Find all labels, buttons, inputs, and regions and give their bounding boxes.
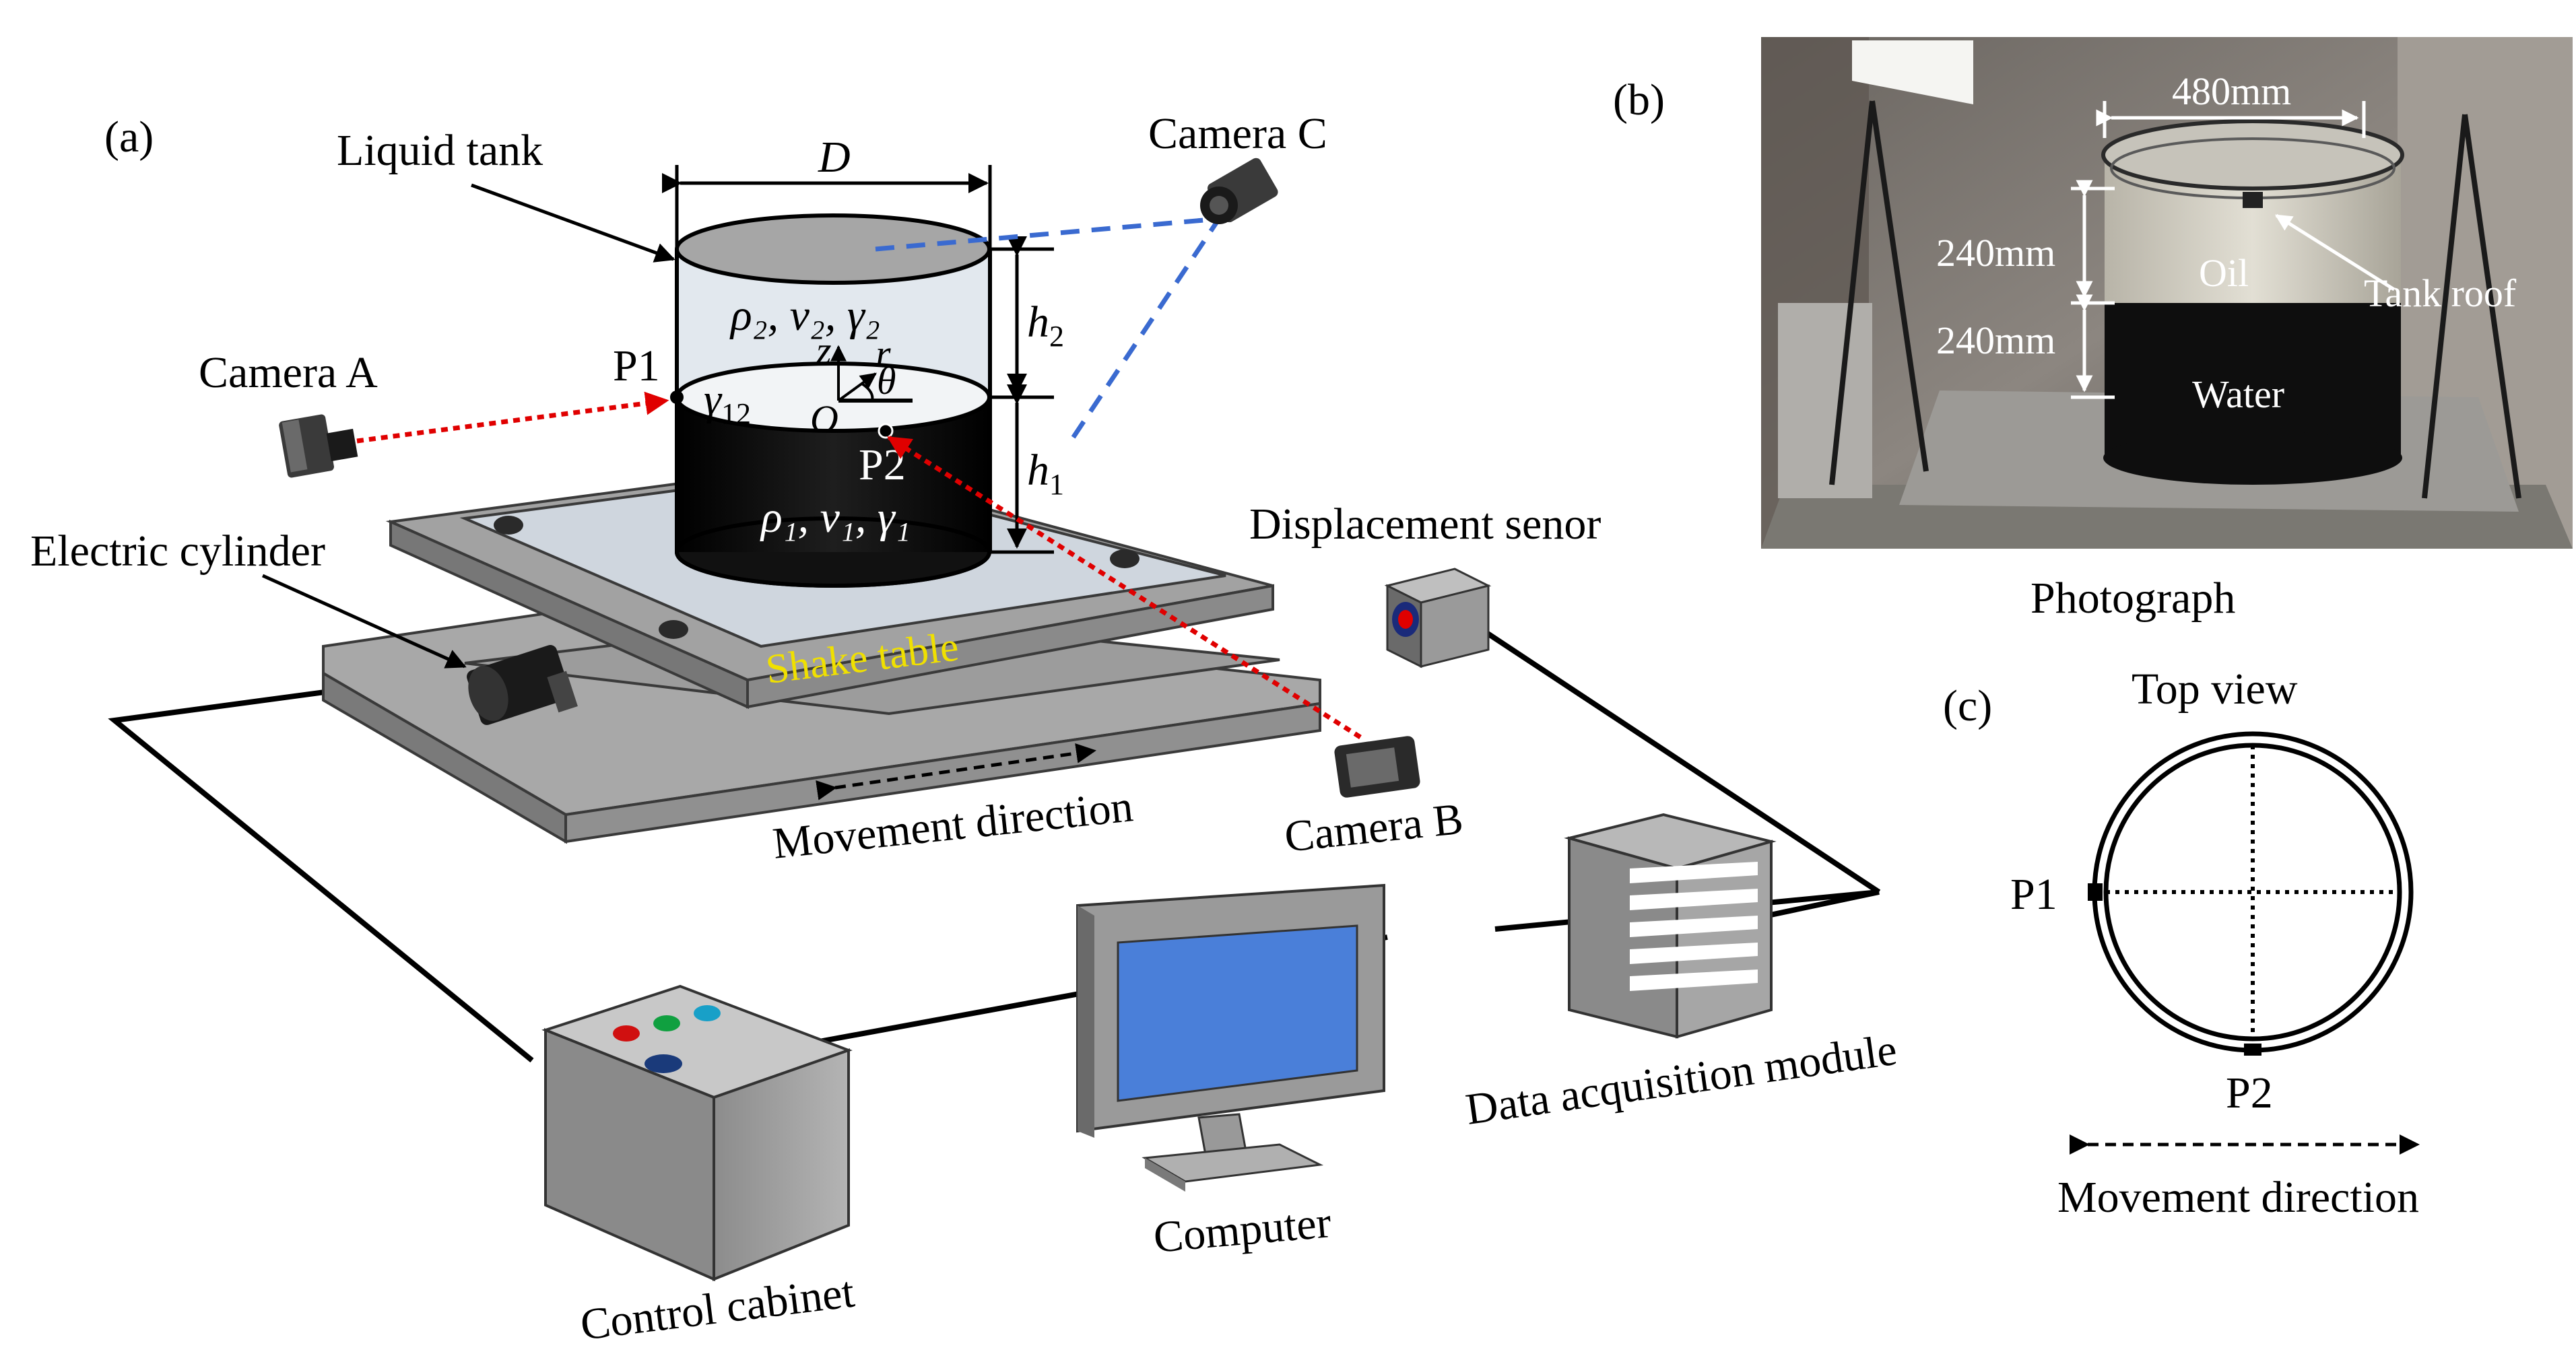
coordinate-axes: [830, 345, 913, 403]
height-dimensions: [990, 236, 1054, 554]
photo-tank-roof-label: Tank roof: [2364, 271, 2517, 315]
panel-c-label: (c): [1943, 681, 1992, 730]
axis-r: r: [876, 332, 891, 376]
camera-b-label: Camera B: [1282, 794, 1465, 862]
photo-oil-label: Oil: [2199, 251, 2249, 295]
camera-a-icon: [279, 414, 358, 478]
photo-lower-height-label: 240mm: [1936, 318, 2055, 362]
panel-a-label: (a): [104, 112, 154, 162]
liquid-tank-label: Liquid tank: [337, 126, 543, 175]
photo-width-label: 480mm: [2172, 69, 2291, 113]
lower-fluid-properties: ρ₁, ν₁, γ₁: [760, 493, 911, 542]
camera-b-icon: [1334, 736, 1420, 798]
movement-arrow-a: [816, 743, 1096, 800]
liquid-tank-pointer: [471, 183, 675, 263]
control-cabinet-label: Control cabinet: [578, 1268, 857, 1350]
axis-theta: θ: [877, 359, 896, 403]
camera-a-label: Camera A: [199, 348, 378, 397]
data-acquisition-icon: [1564, 813, 1777, 1039]
top-view-diagram: [2088, 731, 2414, 1056]
h1-label: h1: [1027, 446, 1064, 501]
origin-label: O: [810, 397, 838, 441]
photo-annotations: [2071, 101, 2396, 399]
liquid-tank: z r θ O γ12 ρ₂, ν₂, γ₂ ρ₁, ν₁, γ₁ P1 P2 …: [613, 133, 1064, 588]
top-view-p1-marker: [2088, 883, 2103, 901]
data-acquisition-label: Data acquisition module: [1463, 1025, 1900, 1134]
computer-label: Computer: [1152, 1198, 1333, 1262]
photo-water-label: Water: [2192, 372, 2284, 416]
electric-cylinder: [467, 645, 578, 725]
camera-c-icon: [1200, 158, 1278, 224]
electric-cylinder-pointer: [261, 574, 467, 669]
top-view-p2-label: P2: [2226, 1068, 2273, 1118]
p1-label: P1: [613, 341, 660, 390]
interface-tension: γ12: [704, 375, 751, 430]
top-view-label: Top view: [2132, 664, 2298, 714]
displacement-sensor-icon: [1384, 568, 1492, 669]
axis-z: z: [816, 329, 832, 372]
control-cabinet-icon: [541, 984, 853, 1282]
movement-direction-label-c: Movement direction: [2057, 1173, 2419, 1222]
photograph-caption: Photograph: [2030, 574, 2235, 623]
p2-label: P2: [859, 440, 906, 489]
diameter-label: D: [818, 133, 851, 182]
displacement-sensor-label: Displacement senor: [1249, 500, 1601, 549]
h2-label: h2: [1027, 298, 1064, 353]
panel-b-label: (b): [1613, 75, 1665, 125]
top-view-p1-label: P1: [2010, 870, 2057, 919]
camera-c-label: Camera C: [1148, 109, 1327, 158]
top-view-p2-marker: [2244, 1044, 2261, 1056]
p2-marker: [878, 423, 894, 439]
p1-marker: [670, 390, 684, 404]
upper-fluid-properties: ρ₂, ν₂, γ₂: [729, 291, 880, 340]
diameter-dimension: [662, 165, 992, 249]
photo-upper-height-label: 240mm: [1936, 231, 2055, 275]
electric-cylinder-label: Electric cylinder: [30, 526, 325, 576]
computer-icon: [1076, 883, 1385, 1192]
